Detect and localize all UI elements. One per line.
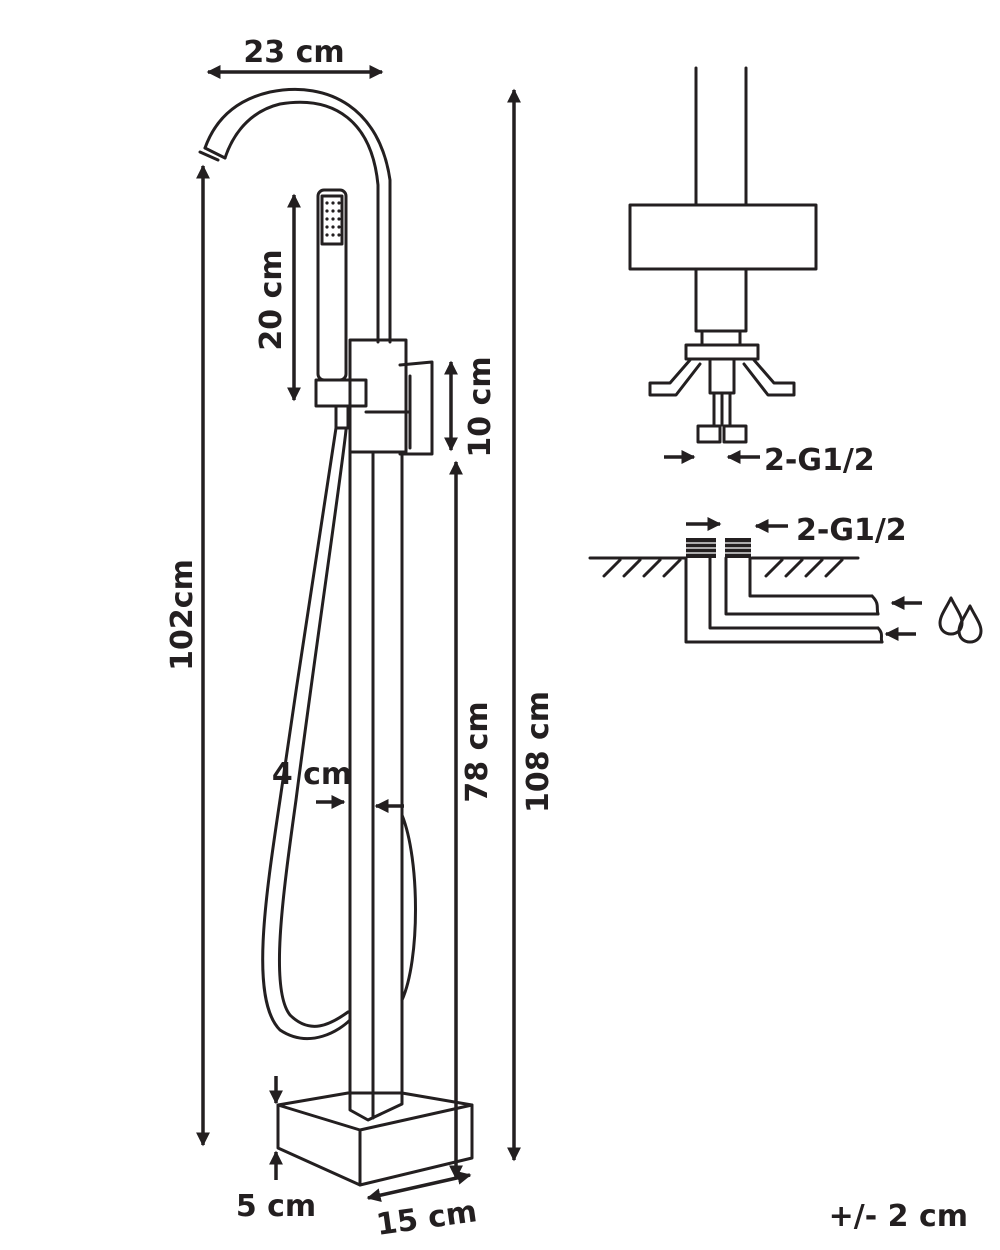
label-thread-upper: 2-G1/2: [764, 443, 875, 478]
label-mixer-body-height: 10 cm: [463, 356, 498, 457]
label-lower-column-height: 78 cm: [460, 701, 495, 802]
connection-detail-lower: [588, 517, 983, 644]
label-total-height: 108 cm: [521, 691, 556, 813]
mixer-body: [348, 338, 434, 456]
column: [348, 450, 404, 1122]
dimension-lines: [196, 65, 521, 1203]
hose: [261, 426, 352, 1041]
connection-detail-upper: [628, 66, 818, 464]
label-handshower-length: 20 cm: [254, 249, 289, 350]
label-base-width: 15 cm: [374, 1194, 479, 1243]
labels: 23 cm 102cm 20 cm 10 cm 78 cm 108 cm 4 c…: [165, 35, 968, 1243]
label-spout-reach: 23 cm: [243, 35, 344, 70]
handshower: [314, 188, 368, 430]
label-base-height: 5 cm: [236, 1189, 316, 1224]
label-spout-height: 102cm: [165, 559, 200, 671]
label-column-width: 4 cm: [272, 757, 352, 792]
label-tolerance: +/- 2 cm: [829, 1199, 968, 1234]
spout: [203, 87, 392, 344]
base-plate: [276, 1091, 474, 1187]
faucet-drawing: [198, 87, 474, 1187]
floor-hatch: [602, 558, 844, 578]
water-drops-icon: [938, 596, 983, 644]
label-thread-lower: 2-G1/2: [796, 513, 907, 548]
